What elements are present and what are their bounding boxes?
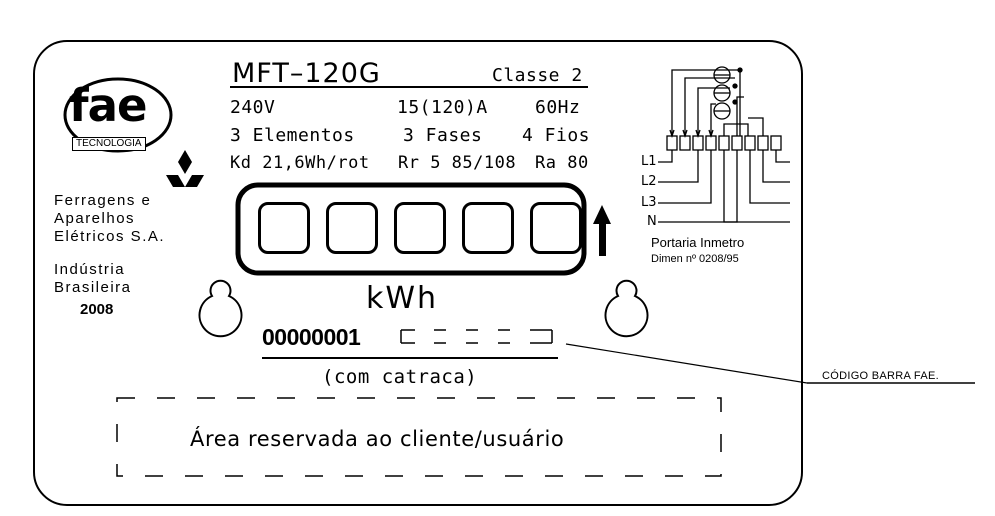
model-name: MFT–120G xyxy=(232,58,381,89)
logo-wordmark: fae xyxy=(69,79,147,132)
manufacturer-line-2: Aparelhos xyxy=(54,210,136,227)
manufacturer-line-3: Elétricos S.A. xyxy=(54,228,166,245)
mounting-hole-right-icon xyxy=(604,279,649,338)
ra-ratio: Ra 80 xyxy=(535,153,589,173)
approval-line-1: Portaria Inmetro xyxy=(651,235,745,250)
register-digit-5 xyxy=(530,202,582,254)
barcode-callout-label: CÓDIGO BARRA FAE. xyxy=(822,370,939,382)
mounting-hole-left-icon xyxy=(198,279,243,338)
wires-count: 4 Fios xyxy=(522,125,591,146)
manufacture-year: 2008 xyxy=(80,301,114,318)
callout-leader xyxy=(565,343,808,384)
rr-ratio: Rr 5 85/108 xyxy=(398,153,517,173)
register-digit-1 xyxy=(258,202,310,254)
terminal-label-l3: L3 xyxy=(641,195,657,210)
terminal-label-l1: L1 xyxy=(641,154,657,169)
approval-line-2: Dimen nº 0208/95 xyxy=(651,253,739,265)
origin-line-2: Brasileira xyxy=(54,279,132,296)
meter-plate xyxy=(33,40,803,506)
logo-subtitle: TECNOLOGIA xyxy=(72,137,146,151)
frequency-rating: 60Hz xyxy=(535,97,581,118)
phases-count: 3 Fases xyxy=(403,125,483,146)
energy-unit: kWh xyxy=(366,281,439,316)
ratchet-note: (com catraca) xyxy=(322,366,478,388)
current-rating: 15(120)A xyxy=(397,97,488,118)
voltage-rating: 240V xyxy=(230,97,276,118)
accuracy-class: Classe 2 xyxy=(492,65,583,86)
reserved-area-box xyxy=(116,397,722,477)
kd-constant: Kd 21,6Wh/rot xyxy=(230,153,370,173)
terminal-label-n: N xyxy=(647,214,657,229)
register-digit-3 xyxy=(394,202,446,254)
barcode-placeholder xyxy=(400,329,553,344)
wiring-diagram xyxy=(658,66,790,223)
logo-oval xyxy=(63,77,173,153)
register-digit-2 xyxy=(326,202,378,254)
register-frame xyxy=(235,182,587,276)
terminal-label-l2: L2 xyxy=(641,174,657,189)
elements-count: 3 Elementos xyxy=(230,125,355,146)
three-diamonds-logo-icon xyxy=(166,150,204,187)
manufacturer-line-1: Ferragens e xyxy=(54,192,152,209)
reserved-area-label: Área reservada ao cliente/usuário xyxy=(190,427,565,451)
register-digit-4 xyxy=(462,202,514,254)
rotation-arrow-icon xyxy=(593,205,611,256)
serial-number: 00000001 xyxy=(262,324,361,350)
origin-line-1: Indústria xyxy=(54,261,126,278)
